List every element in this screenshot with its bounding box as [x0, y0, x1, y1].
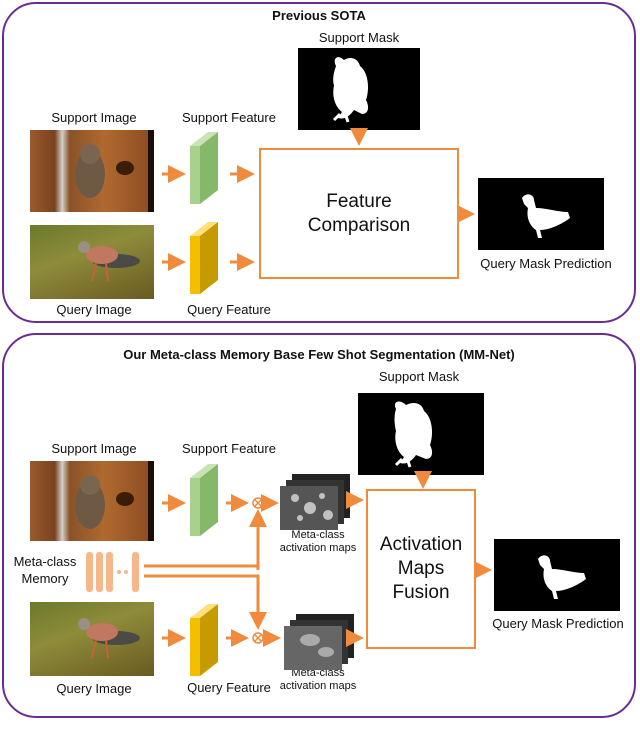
- activation-maps-fusion-box: Activation Maps Fusion: [366, 489, 476, 649]
- query-feature-label: Query Feature: [187, 302, 271, 317]
- support-feature-label: Support Feature: [182, 441, 276, 456]
- query-mask-prediction-image: [494, 539, 620, 611]
- meta-class-memory-bars: [86, 552, 139, 592]
- support-mask-image: [298, 48, 420, 130]
- activation-maps-bottom: [284, 614, 354, 670]
- query-mask-prediction-label: Query Mask Prediction: [492, 616, 624, 631]
- query-feature-block: [190, 604, 218, 676]
- support-image-label: Support Image: [51, 110, 137, 125]
- support-image-label: Support Image: [51, 441, 137, 456]
- otimes-bottom: [252, 632, 264, 644]
- query-mask-prediction-image: [478, 178, 604, 250]
- query-image-label: Query Image: [56, 302, 132, 317]
- query-image: [30, 602, 154, 676]
- support-feature-label: Support Feature: [182, 110, 276, 125]
- support-image: [30, 130, 154, 212]
- support-mask-label: Support Mask: [318, 30, 400, 45]
- panel-title: Our Meta-class Memory Base Few Shot Segm…: [123, 347, 515, 362]
- otimes-top: [252, 497, 264, 509]
- query-feature-block: [190, 222, 218, 294]
- meta-class-activation-maps-top-label: Meta-class activation maps: [279, 529, 357, 554]
- activation-maps-top: [280, 474, 350, 530]
- support-feature-block: [190, 132, 218, 204]
- support-feature-block: [190, 464, 218, 536]
- query-feature-label: Query Feature: [187, 680, 271, 695]
- support-image: [30, 461, 154, 541]
- panel-title: Previous SOTA: [272, 8, 366, 23]
- query-image: [30, 225, 154, 299]
- query-image-label: Query Image: [56, 681, 132, 696]
- support-mask-image: [358, 393, 484, 475]
- query-mask-prediction-label: Query Mask Prediction: [480, 256, 612, 271]
- feature-comparison-box: Feature Comparison: [259, 148, 459, 279]
- meta-class-memory-label: Meta-class Memory: [13, 554, 77, 586]
- support-mask-label: Support Mask: [378, 369, 460, 384]
